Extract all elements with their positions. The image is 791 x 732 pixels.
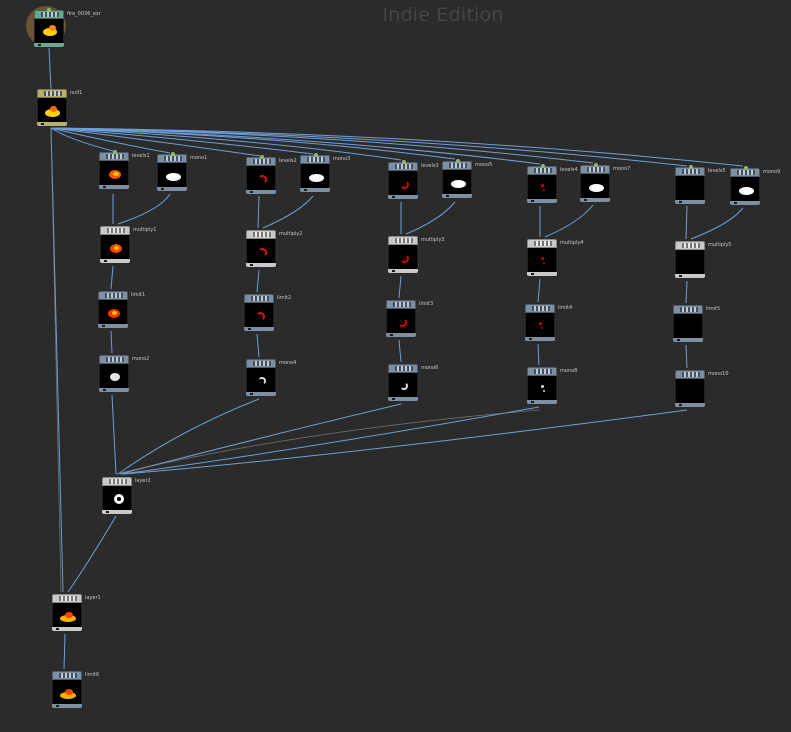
node-limit1[interactable]: limit1 xyxy=(98,291,145,328)
node-label: multiply1 xyxy=(133,227,157,233)
node-multiply4[interactable]: multiply4 xyxy=(527,239,583,276)
node-label: mono10 xyxy=(708,371,729,377)
node-label: levels4 xyxy=(560,167,578,173)
node-layer2[interactable]: layer2 xyxy=(102,477,151,514)
node-mono5[interactable]: mono5 xyxy=(442,159,492,198)
node-label: levels1 xyxy=(132,153,150,159)
node-mono2[interactable]: mono2 xyxy=(99,355,149,392)
wire-null1-levels4 xyxy=(50,127,541,165)
node-limit2[interactable]: limit2 xyxy=(244,294,291,331)
wire-null1-levels2 xyxy=(50,127,261,157)
node-label: limit1 xyxy=(131,292,146,298)
node-label: mono3 xyxy=(333,156,351,162)
wire-null1-levels3 xyxy=(50,127,402,161)
wire-null1-mono1 xyxy=(50,127,171,154)
node-label: limit6 xyxy=(85,672,100,678)
node-label: levels5 xyxy=(708,168,726,174)
node-label: mono6 xyxy=(421,365,439,371)
node-multiply1[interactable]: multiply1 xyxy=(100,226,156,263)
wire-fire-null1 xyxy=(48,47,52,91)
node-limit3[interactable]: limit3 xyxy=(386,300,433,337)
node-levels1[interactable]: levels1 xyxy=(99,150,150,189)
node-label: limit4 xyxy=(558,305,573,311)
node-mono9[interactable]: mono9 xyxy=(730,166,780,205)
node-mono8[interactable]: mono8 xyxy=(527,367,577,404)
node-mono4[interactable]: mono4 xyxy=(246,359,296,396)
node-label: mono7 xyxy=(613,166,631,172)
wire-null1-mono9 xyxy=(50,127,744,167)
node-layer1[interactable]: layer1 xyxy=(52,594,101,631)
node-fire-read[interactable]: fire_0036_exr xyxy=(26,6,101,47)
node-label: multiply2 xyxy=(279,231,303,237)
node-mono6[interactable]: mono6 xyxy=(388,364,438,401)
node-multiply2[interactable]: multiply2 xyxy=(246,230,302,267)
node-levels5[interactable]: levels5 xyxy=(675,165,726,204)
node-levels4[interactable]: levels4 xyxy=(527,164,578,203)
node-label: limit3 xyxy=(419,301,434,307)
node-limit6[interactable]: limit6 xyxy=(52,671,99,708)
node-header xyxy=(34,8,64,19)
node-multiply5[interactable]: multiply5 xyxy=(675,241,731,278)
node-multiply3[interactable]: multiply3 xyxy=(388,236,444,273)
node-label: levels3 xyxy=(421,163,439,169)
node-label: mono2 xyxy=(132,356,150,362)
node-label: mono9 xyxy=(763,169,781,175)
node-label: limit5 xyxy=(706,306,721,312)
node-label: layer1 xyxy=(85,595,101,601)
node-label: null1 xyxy=(70,90,83,96)
node-limit4[interactable]: limit4 xyxy=(525,304,572,341)
node-label: multiply5 xyxy=(708,242,732,248)
node-label: mono4 xyxy=(279,360,297,366)
node-thumbnail xyxy=(37,98,67,122)
node-mono7[interactable]: mono7 xyxy=(580,163,630,202)
wire-null1-mono3 xyxy=(50,127,314,155)
wire-null1-levels1 xyxy=(50,127,114,152)
node-label: multiply3 xyxy=(421,237,445,243)
node-mono3[interactable]: mono3 xyxy=(300,153,350,192)
node-label: multiply4 xyxy=(560,240,584,246)
indie-edition-watermark: Indie Edition xyxy=(382,4,504,26)
node-thumbnail xyxy=(34,19,64,43)
wire-null1-levels5 xyxy=(50,127,688,167)
node-label: fire_0036_exr xyxy=(67,11,101,17)
node-mono10[interactable]: mono10 xyxy=(675,370,729,407)
node-label: mono5 xyxy=(475,162,493,168)
node-label: mono8 xyxy=(560,368,578,374)
node-levels2[interactable]: levels2 xyxy=(246,155,297,194)
node-label: layer2 xyxy=(135,478,151,484)
node-label: limit2 xyxy=(277,295,292,301)
node-mono1[interactable]: mono1 xyxy=(157,152,207,191)
node-levels3[interactable]: levels3 xyxy=(388,160,439,199)
node-limit5[interactable]: limit5 xyxy=(673,305,720,342)
node-null1[interactable]: null1 xyxy=(37,89,82,126)
node-label: levels2 xyxy=(279,158,297,164)
node-label: mono1 xyxy=(190,155,208,161)
